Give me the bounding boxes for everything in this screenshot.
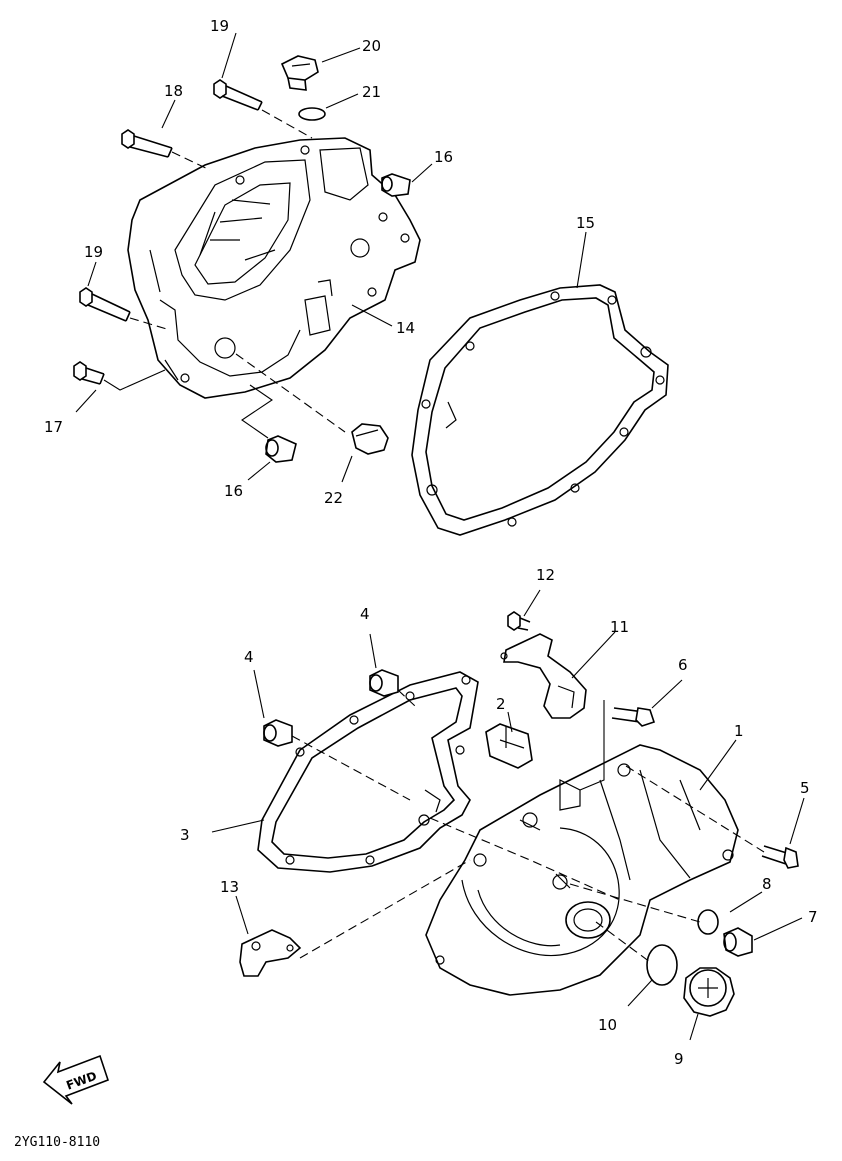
callout-3: 3 xyxy=(180,826,190,844)
part-4-dowel-left xyxy=(263,719,293,747)
callout-5: 5 xyxy=(800,779,810,797)
part-19-bolt-left xyxy=(79,287,131,322)
part-21-o-ring xyxy=(298,107,326,121)
callout-17: 17 xyxy=(44,418,63,436)
part-19-bolt-top xyxy=(213,79,263,111)
fwd-arrow-icon: FWD xyxy=(42,1054,110,1105)
part-4-dowel-right xyxy=(369,669,399,697)
part-18-bolt xyxy=(121,129,173,158)
part-20-oil-filler-plug xyxy=(280,55,319,91)
callout-2: 2 xyxy=(496,695,506,713)
part-11-bracket xyxy=(500,633,587,719)
callout-14: 14 xyxy=(396,319,415,337)
callout-11: 11 xyxy=(610,618,629,636)
part-1-crankcase-cover xyxy=(425,744,739,996)
callout-9: 9 xyxy=(674,1050,684,1068)
callout-4-left: 4 xyxy=(244,648,254,666)
callout-19-top: 19 xyxy=(210,17,229,35)
callout-labels: 19 20 21 18 16 15 19 14 17 16 22 12 4 11… xyxy=(44,17,818,1068)
part-8-o-ring xyxy=(697,909,719,935)
callout-18: 18 xyxy=(164,82,183,100)
fwd-label: FWD xyxy=(64,1069,98,1093)
part-7-plug xyxy=(723,927,753,957)
callout-13: 13 xyxy=(220,878,239,896)
part-16-dowel-bottom xyxy=(265,435,297,463)
part-14-crankcase-cover xyxy=(127,137,421,399)
callout-15: 15 xyxy=(576,214,595,232)
part-17-bolt xyxy=(73,361,105,385)
part-16-dowel-top xyxy=(381,173,411,197)
part-12-screw xyxy=(507,611,531,631)
callout-16-bottom: 16 xyxy=(224,482,243,500)
drawing-code: 2YG110-8110 xyxy=(14,1135,100,1150)
part-2-switch xyxy=(485,723,533,769)
callout-7: 7 xyxy=(808,908,818,926)
part-15-gasket xyxy=(411,284,669,536)
callout-20: 20 xyxy=(362,37,381,55)
callout-1: 1 xyxy=(734,722,744,740)
callout-19-left: 19 xyxy=(84,243,103,261)
part-5-bolt xyxy=(761,845,799,869)
callout-16-top: 16 xyxy=(434,148,453,166)
part-13-bracket xyxy=(239,929,302,977)
lower-assembly-lines xyxy=(211,589,805,1041)
part-9-cap xyxy=(683,967,735,1017)
callout-6: 6 xyxy=(678,656,688,674)
callout-21: 21 xyxy=(362,83,381,101)
callout-8: 8 xyxy=(762,875,772,893)
callout-22: 22 xyxy=(324,489,343,507)
part-22-plug xyxy=(351,423,389,455)
callout-4-right: 4 xyxy=(360,605,370,623)
callout-10: 10 xyxy=(598,1016,617,1034)
part-3-gasket xyxy=(257,671,479,873)
part-10-o-ring xyxy=(646,944,678,986)
part-6-bolt xyxy=(611,707,656,727)
callout-12: 12 xyxy=(536,566,555,584)
upper-assembly-lines xyxy=(75,32,587,483)
